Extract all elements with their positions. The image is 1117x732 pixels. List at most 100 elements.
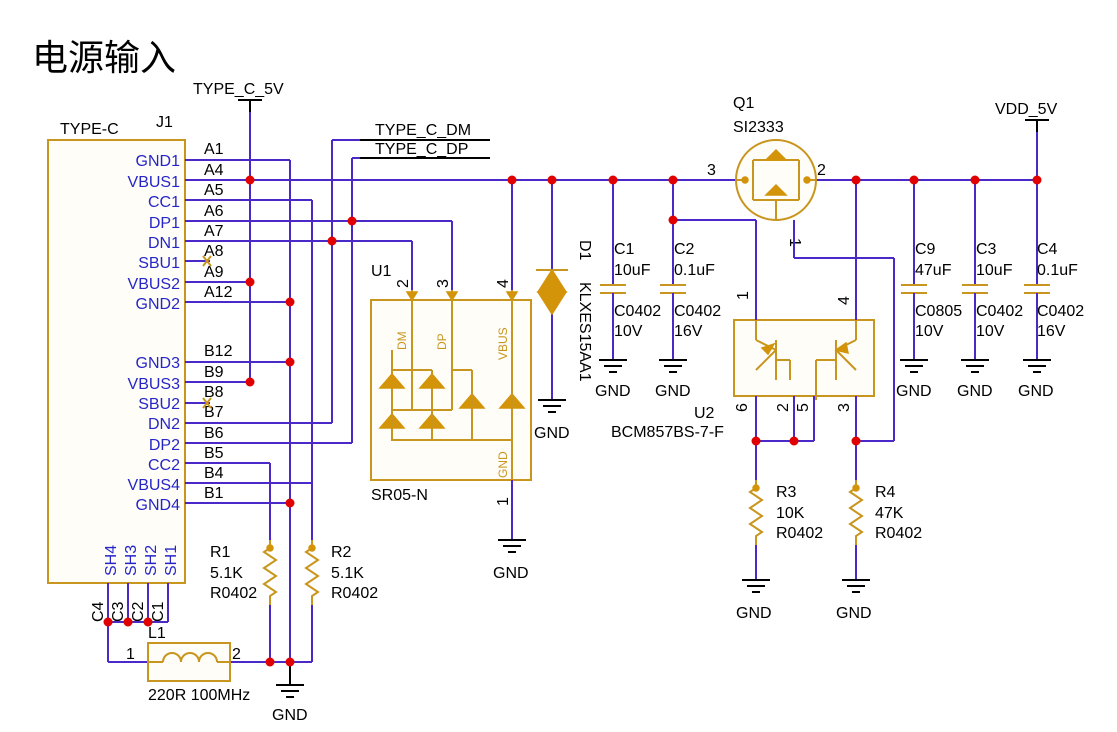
c2-package: C0402 xyxy=(674,303,721,320)
c2-value: 0.1uF xyxy=(674,262,715,279)
c9-package: C0805 xyxy=(915,303,962,320)
capacitor-c4[interactable]: C4 0.1uF C0402 16V xyxy=(1024,120,1084,360)
j1-pin-number: A12 xyxy=(204,284,233,301)
resistor-r4[interactable]: R4 47K R0402 xyxy=(848,480,922,580)
j1-pin-name: SBU1 xyxy=(138,255,180,272)
j1-pin-number: A4 xyxy=(204,162,224,179)
r1-package: R0402 xyxy=(210,585,257,602)
tvs-array-u1[interactable]: U1 SR05-N 2 3 4 1 DM DP VBUS GND xyxy=(370,263,532,506)
gnd-label: GND xyxy=(1018,383,1054,400)
net-label: TYPE_C_5V xyxy=(193,81,284,98)
u1-pin-number: 4 xyxy=(495,279,512,288)
u2-pin-number: 6 xyxy=(734,403,751,412)
u2-pin-number: 3 xyxy=(836,403,853,412)
ground-symbol: GND xyxy=(493,539,529,582)
j1-pin-name: DN2 xyxy=(148,416,180,433)
page-title: 电源输入 xyxy=(32,38,176,79)
resistor-r1[interactable]: R1 5.1K R0402 xyxy=(210,540,278,605)
c3-package: C0402 xyxy=(976,303,1023,320)
u1-pin-label: VBUS xyxy=(496,327,510,360)
l1-ref: L1 xyxy=(148,625,166,642)
j1-pin-wires xyxy=(107,100,1037,663)
l1-value: 220R 100MHz xyxy=(148,687,250,704)
q1-pin-number: 3 xyxy=(707,162,716,179)
c1-ref: C1 xyxy=(614,241,635,258)
resistor-r2[interactable]: R2 5.1K R0402 xyxy=(304,540,378,605)
r1-ref: R1 xyxy=(210,544,231,561)
net-label-dm: TYPE_C_DM xyxy=(375,122,471,139)
capacitor-c2[interactable]: C2 0.1uF C0402 16V xyxy=(660,180,721,360)
gnd-label: GND xyxy=(493,565,529,582)
j1-pin-name: DN1 xyxy=(148,235,180,252)
u2-pin-number: 1 xyxy=(735,291,752,300)
u1-pin-number: 1 xyxy=(495,497,512,506)
tvs-diode-d1[interactable]: D1 KLXES15AA1 xyxy=(536,180,593,400)
ground-symbol: GND xyxy=(896,359,932,400)
ground-symbol: GND xyxy=(836,579,872,622)
c9-value: 47uF xyxy=(915,262,952,279)
j1-pin-name: VBUS4 xyxy=(128,477,181,494)
j1-pin-number: A1 xyxy=(204,141,224,158)
j1-pin-number: B6 xyxy=(204,425,224,442)
j1-pin-number: A9 xyxy=(204,264,224,281)
c3-value: 10uF xyxy=(976,262,1013,279)
j1-shield-name: SH3 xyxy=(123,545,140,576)
u1-pin-label: GND xyxy=(496,451,510,478)
j1-connector[interactable]: TYPE-C J1 GND1 VBUS1 CC1 DP1 DN1 SBU1 VB… xyxy=(47,114,233,622)
c3-ref: C3 xyxy=(976,241,997,258)
j1-shield-pin: C2 xyxy=(130,601,147,622)
gnd-label: GND xyxy=(957,383,993,400)
j1-pin-number: B7 xyxy=(204,404,224,421)
u2-pin-number: 2 xyxy=(775,403,792,412)
j1-designator: J1 xyxy=(156,114,173,131)
net-label: VDD_5V xyxy=(995,101,1058,118)
c1-value: 10uF xyxy=(614,262,651,279)
c4-package: C0402 xyxy=(1037,303,1084,320)
junction-dots xyxy=(103,175,1042,667)
c1-package: C0402 xyxy=(614,303,661,320)
capacitor-c3[interactable]: C3 10uF C0402 10V xyxy=(962,180,1023,360)
q1-part: SI2333 xyxy=(733,119,784,136)
u2-pin-number: 4 xyxy=(836,296,853,305)
j1-shield-pin: C3 xyxy=(110,601,127,622)
net-vdd-5v: VDD_5V xyxy=(995,101,1058,132)
j1-pin-number: B1 xyxy=(204,485,224,502)
capacitor-c1[interactable]: C1 10uF C0402 10V xyxy=(600,180,661,360)
u1-pin-label: DM xyxy=(395,331,409,350)
u1-designator: U1 xyxy=(371,263,392,280)
r4-package: R0402 xyxy=(875,525,922,542)
r2-ref: R2 xyxy=(331,544,352,561)
l1-pin-number: 1 xyxy=(126,646,135,663)
j1-pin-name: GND3 xyxy=(136,355,181,372)
r2-value: 5.1K xyxy=(331,565,364,582)
net-type-c-5v: TYPE_C_5V xyxy=(193,81,284,112)
j1-pin-number: B4 xyxy=(204,465,224,482)
j1-shield-pin: C1 xyxy=(150,601,167,622)
j1-pin-number: A8 xyxy=(204,243,224,260)
c4-value: 0.1uF xyxy=(1037,262,1078,279)
r3-package: R0402 xyxy=(776,525,823,542)
capacitor-c9[interactable]: C9 47uF C0805 10V xyxy=(901,180,962,360)
r3-value: 10K xyxy=(776,505,805,522)
j1-pin-number: A6 xyxy=(204,203,224,220)
j1-part: TYPE-C xyxy=(60,121,119,138)
j1-pin-name: CC2 xyxy=(148,457,180,474)
resistor-r3[interactable]: R3 10K R0402 xyxy=(748,480,823,580)
c2-ref: C2 xyxy=(674,241,695,258)
ground-symbol: GND xyxy=(595,359,631,400)
j1-pin-name: GND4 xyxy=(136,497,181,514)
u2-designator: U2 xyxy=(694,405,715,422)
inductor-l1[interactable]: L1 1 2 220R 100MHz xyxy=(126,625,250,704)
j1-pin-number: B5 xyxy=(204,445,224,462)
ground-symbol: GND xyxy=(1018,359,1054,400)
q1-pin-number: 2 xyxy=(817,162,826,179)
gnd-label: GND xyxy=(655,383,691,400)
d1-part: KLXES15AA1 xyxy=(576,282,593,382)
mosfet-q1[interactable]: Q1 SI2333 3 2 1 xyxy=(707,95,826,247)
j1-shield-name: SH2 xyxy=(143,545,160,576)
j1-pin-name: GND2 xyxy=(136,296,181,313)
j1-pin-number: B9 xyxy=(204,364,224,381)
r3-ref: R3 xyxy=(776,484,797,501)
j1-pin-number: B8 xyxy=(204,384,224,401)
c1-voltage: 10V xyxy=(614,323,643,340)
